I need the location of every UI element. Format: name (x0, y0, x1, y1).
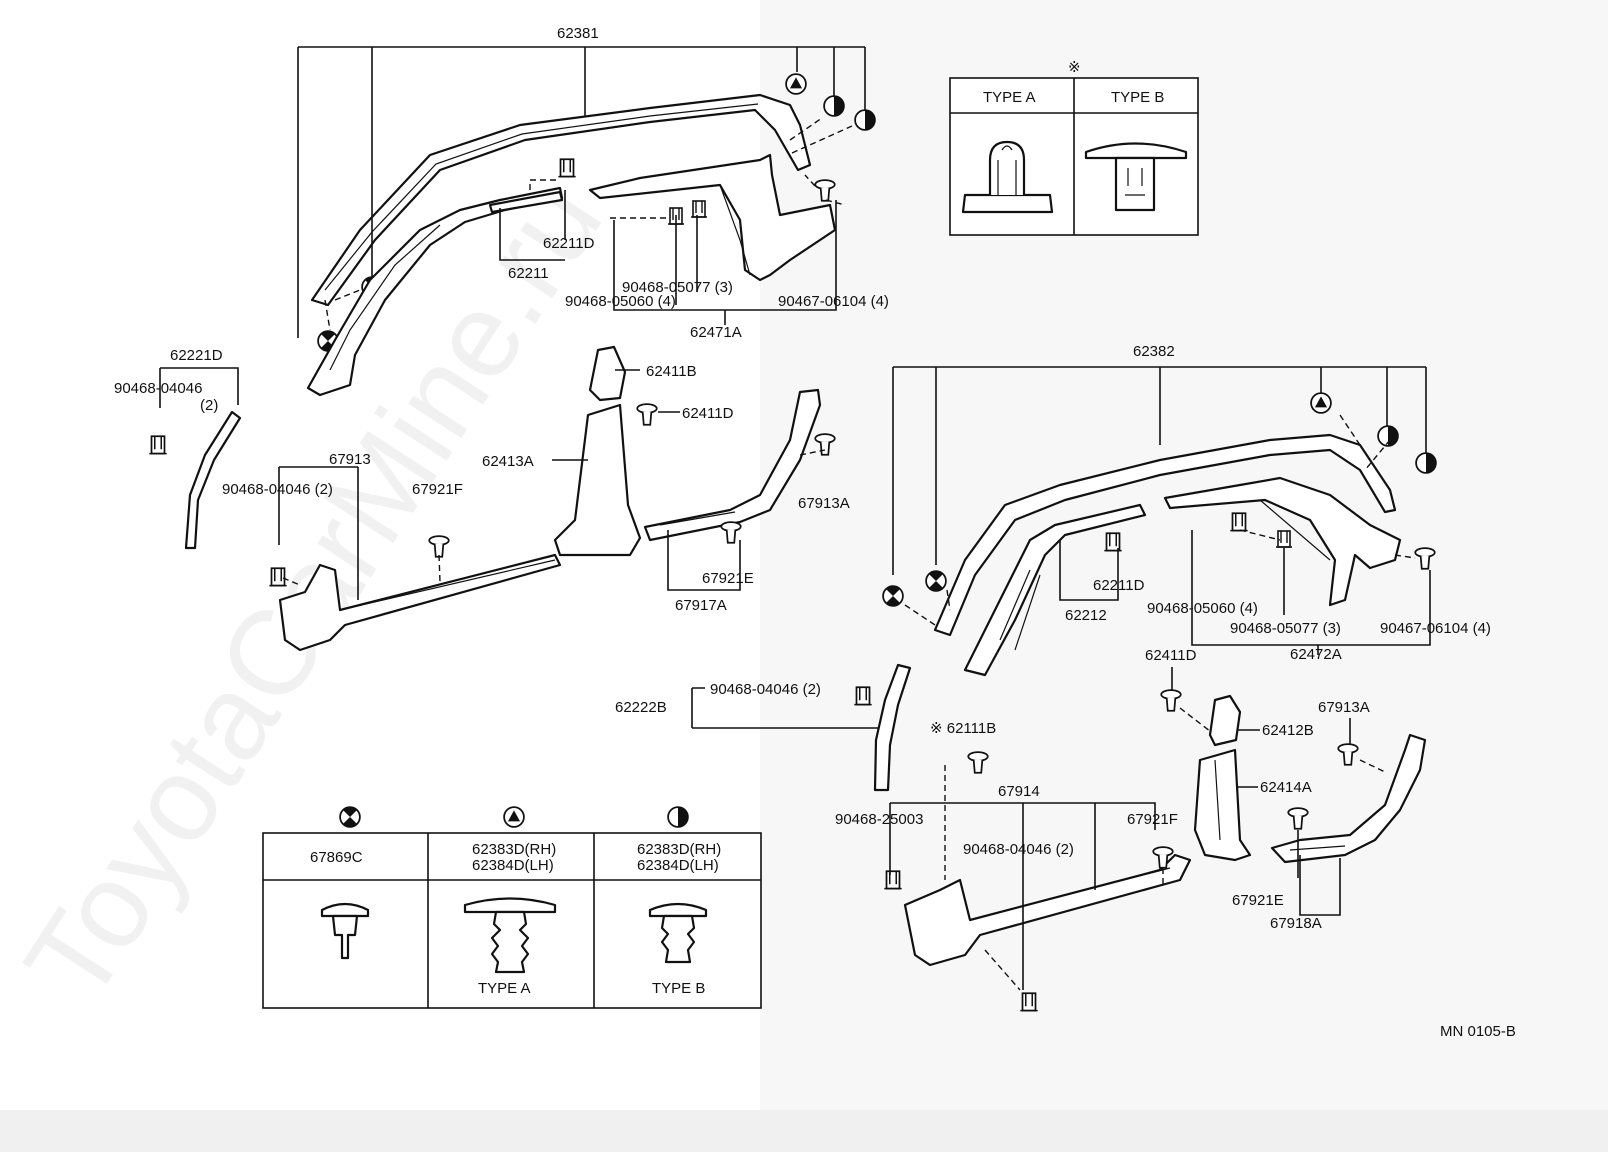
clip-col1-label: 67869C (310, 849, 363, 866)
label-62411B: 62411B (646, 363, 697, 380)
clip-icon (883, 870, 903, 890)
label-90468-04046-a2: (2) (200, 397, 218, 414)
label-62211D-a: 62211D (543, 235, 595, 252)
clip-icon (1275, 530, 1293, 548)
pillar-cap-62412B (1208, 694, 1242, 747)
clip-icon (148, 435, 168, 455)
door-opening-trim-62221D (184, 410, 242, 550)
half-clip-icon (667, 806, 689, 828)
label-62111B: ※ 62111B (930, 720, 996, 737)
clip-icon (690, 200, 708, 218)
label-67921E-a: 67921E (702, 570, 754, 587)
label-90468-25003: 90468-25003 (835, 811, 923, 828)
label-90468-04046-b: 90468-04046 (2) (222, 481, 333, 498)
label-67921E-b: 67921E (1232, 892, 1284, 909)
half-clip-icon (1415, 452, 1437, 474)
label-90468-04046-c: 90468-04046 (2) (710, 681, 821, 698)
label-90468-04046-d: 90468-04046 (2) (963, 841, 1074, 858)
tri-clip-icon (1310, 392, 1332, 414)
quarter-trim-62472A (1163, 476, 1402, 607)
label-67921F-a: 67921F (412, 481, 463, 498)
clip-col2-rh: 62383D(RH) (472, 841, 556, 858)
type-table-asterisk: ※ (1068, 59, 1081, 76)
rear-scuff-67918A (1270, 733, 1427, 864)
half-clip-icon (854, 109, 876, 131)
label-90468-05077-a: 90468-05077 (3) (622, 279, 733, 296)
roof-side-rail-62382 (933, 433, 1397, 637)
label-67917A: 67917A (675, 597, 727, 614)
type-a-clip-icon (961, 140, 1054, 214)
clip-icon (1019, 992, 1039, 1012)
clip-icon (268, 567, 288, 587)
roof-side-rail-62381 (310, 93, 812, 307)
type-a-heading: TYPE A (983, 89, 1036, 106)
door-opening-trim-62222B (873, 663, 912, 792)
label-62412B: 62412B (1262, 722, 1314, 739)
label-67913: 67913 (329, 451, 371, 468)
quarter-trim-62471A (588, 153, 837, 282)
label-62222B: 62222B (615, 699, 667, 716)
label-90468-05060-a: 90468-05060 (4) (565, 293, 676, 310)
front-scuff-67913 (278, 553, 562, 652)
label-62471A: 62471A (690, 324, 742, 341)
clip-icon (1103, 532, 1123, 552)
label-90467-06104-a: 90467-06104 (4) (778, 293, 889, 310)
front-pillar-62212 (963, 503, 1147, 677)
label-62211: 62211 (508, 265, 549, 282)
clip-col3-lh: 62384D(LH) (637, 857, 719, 874)
clip-table: 67869C 62383D(RH) 62384D(LH) 62383D(RH) … (262, 806, 762, 1009)
label-90468-05077-b: 90468-05077 (3) (1230, 620, 1341, 637)
label-62382: 62382 (1133, 343, 1175, 360)
clip-type-a-icon (463, 897, 557, 974)
clip-67869C-icon (320, 902, 370, 960)
label-90468-04046-a: 90468-04046 (114, 380, 202, 397)
type-b-heading: TYPE B (1111, 89, 1164, 106)
tri-clip-icon (785, 73, 807, 95)
clip-icon (557, 158, 577, 178)
type-table: ※ TYPE A TYPE B (949, 59, 1199, 236)
pillar-strip (488, 190, 564, 214)
label-62212: 62212 (1065, 607, 1107, 624)
x-clip-icon (339, 806, 361, 828)
label-67914: 67914 (998, 783, 1040, 800)
label-62411D-b: 62411D (1145, 647, 1197, 664)
label-67913A-a: 67913A (798, 495, 850, 512)
x-clip-icon (925, 570, 947, 592)
label-62381: 62381 (557, 25, 599, 42)
label-67921F-b: 67921F (1127, 811, 1178, 828)
clip-col3-rh: 62383D(RH) (637, 841, 721, 858)
clip-icon (1229, 512, 1249, 532)
label-62411D-a: 62411D (682, 405, 734, 422)
label-90467-06104-b: 90467-06104 (4) (1380, 620, 1491, 637)
label-62472A: 62472A (1290, 646, 1342, 663)
type-b-clip-icon (1084, 142, 1188, 212)
tri-clip-icon (503, 806, 525, 828)
center-pillar-62413A (553, 403, 642, 557)
label-67913A-b: 67913A (1318, 699, 1370, 716)
clip-icon (853, 686, 873, 706)
front-scuff-67914 (903, 853, 1192, 967)
x-clip-icon (882, 585, 904, 607)
label-67918A: 67918A (1270, 915, 1322, 932)
clip-col2-type: TYPE A (478, 980, 531, 997)
label-62413A: 62413A (482, 453, 534, 470)
pillar-cap-62411B (588, 345, 627, 402)
clip-col3-type: TYPE B (652, 980, 705, 997)
label-62221D: 62221D (170, 347, 223, 364)
label-90468-05060-b: 90468-05060 (4) (1147, 600, 1258, 617)
diagram-code: MN 0105-B (1440, 1023, 1516, 1040)
label-62211D-b: 62211D (1093, 577, 1145, 594)
center-pillar-62414A (1193, 748, 1252, 862)
label-62414A: 62414A (1260, 779, 1312, 796)
leader-62381 (297, 46, 866, 338)
clip-col2-lh: 62384D(LH) (472, 857, 554, 874)
half-clip-icon (823, 95, 845, 117)
clip-type-b-icon (648, 902, 708, 964)
